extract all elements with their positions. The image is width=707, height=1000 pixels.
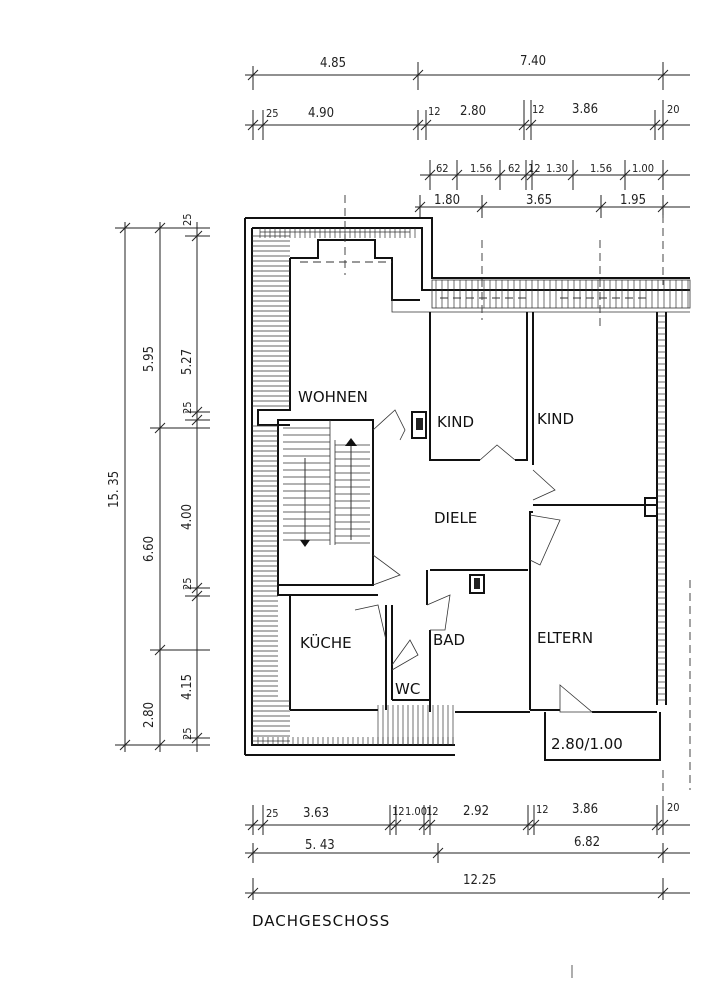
dim-top-12b: 12: [532, 103, 545, 116]
chimney-3: [644, 497, 658, 517]
dim-top-7-40: 7.40: [520, 54, 546, 69]
dim-top-4-85: 4.85: [320, 56, 346, 71]
room-label-diele: DIELE: [434, 509, 477, 527]
chimney-1: [411, 411, 427, 439]
dim-left-25a: 25: [181, 213, 194, 226]
door-swings: [354, 409, 594, 713]
dim-left-25b: 25: [181, 401, 194, 414]
dim-top-2-80: 2.80: [460, 104, 486, 119]
dim-top-62a: 62: [436, 162, 449, 175]
dim-bottom-6-82: 6.82: [574, 835, 600, 850]
dim-left-15-35: 15. 35: [107, 471, 122, 508]
chimney-2-fill: [474, 578, 480, 589]
dim-left-5-95: 5.95: [142, 346, 157, 372]
room-label-kind-2: KIND: [537, 410, 574, 428]
bottom-dimensions: 25 3.63 12 1.00 12 2.92 12 3.86 20 5. 43…: [245, 800, 690, 900]
dim-left-25c: 25: [181, 577, 194, 590]
dim-bottom-12a: 12: [392, 805, 405, 818]
dim-top-62b: 62: [508, 162, 521, 175]
stair-up-arrow-icon: [345, 438, 357, 446]
dim-bottom-5-43: 5. 43: [305, 838, 335, 853]
building-walls: [244, 217, 691, 761]
dim-top-1-00: 1.00: [632, 162, 654, 175]
dim-bottom-2-92: 2.92: [463, 804, 489, 819]
dim-top-3-86: 3.86: [572, 102, 598, 117]
roof-hatching: [252, 228, 689, 745]
room-label-eltern: ELTERN: [537, 629, 593, 647]
dim-left-5-27: 5.27: [180, 349, 195, 375]
dim-bottom-3-86: 3.86: [572, 802, 598, 817]
room-label-kind-1: KIND: [437, 413, 474, 431]
dim-top-1-56a: 1.56: [470, 162, 492, 175]
dim-left-6-60: 6.60: [142, 536, 157, 562]
staircase: [283, 427, 370, 547]
dim-bottom-1-00: 1.00: [405, 805, 427, 818]
stair-well: [277, 419, 374, 586]
dim-top-3-65: 3.65: [526, 193, 552, 208]
dim-bottom-12c: 12: [536, 803, 549, 816]
dim-bottom-12b: 12: [426, 805, 439, 818]
room-label-wohnen: WOHNEN: [298, 388, 368, 406]
dim-left-4-00: 4.00: [180, 504, 195, 530]
chimney-1-fill: [416, 418, 423, 430]
chimney-2: [469, 574, 485, 594]
dim-bottom-25: 25: [266, 807, 279, 820]
dim-top-12a: 12: [428, 105, 441, 118]
dim-bottom-3-63: 3.63: [303, 806, 329, 821]
dim-top-4-90: 4.90: [308, 106, 334, 121]
dim-top-1-80: 1.80: [434, 193, 460, 208]
room-label-kueche: KÜCHE: [300, 633, 352, 652]
plan-title: DACHGESCHOSS: [252, 912, 390, 930]
ridge-lines: [300, 195, 691, 800]
dim-top-1-56b: 1.56: [590, 162, 612, 175]
stair-down-arrow-icon: [300, 540, 310, 547]
top-dimensions: 4.85 7.40 25 4.90 12 2.80 12 3.86 20: [245, 54, 690, 218]
dim-bottom-12-25: 12.25: [463, 873, 496, 888]
dim-top-12c: 12: [528, 162, 541, 175]
dim-left-2-80: 2.80: [142, 702, 157, 728]
dim-top-25: 25: [266, 107, 279, 120]
dim-left-25d: 25: [181, 727, 194, 740]
dim-left-4-15: 4.15: [180, 674, 195, 700]
dim-top-1-95: 1.95: [620, 193, 646, 208]
dim-bottom-20: 20: [667, 801, 680, 814]
dim-top-1-30: 1.30: [546, 162, 568, 175]
door-size-label: 2.80/1.00: [551, 735, 623, 753]
left-dimensions: 15. 35 5.95 6.60 2.80 25 5.27 25 4.00 25…: [107, 213, 210, 752]
room-label-bad: BAD: [433, 631, 465, 649]
roof-band: [431, 279, 691, 309]
dim-top-20: 20: [667, 103, 680, 116]
room-label-wc: WC: [395, 680, 420, 698]
